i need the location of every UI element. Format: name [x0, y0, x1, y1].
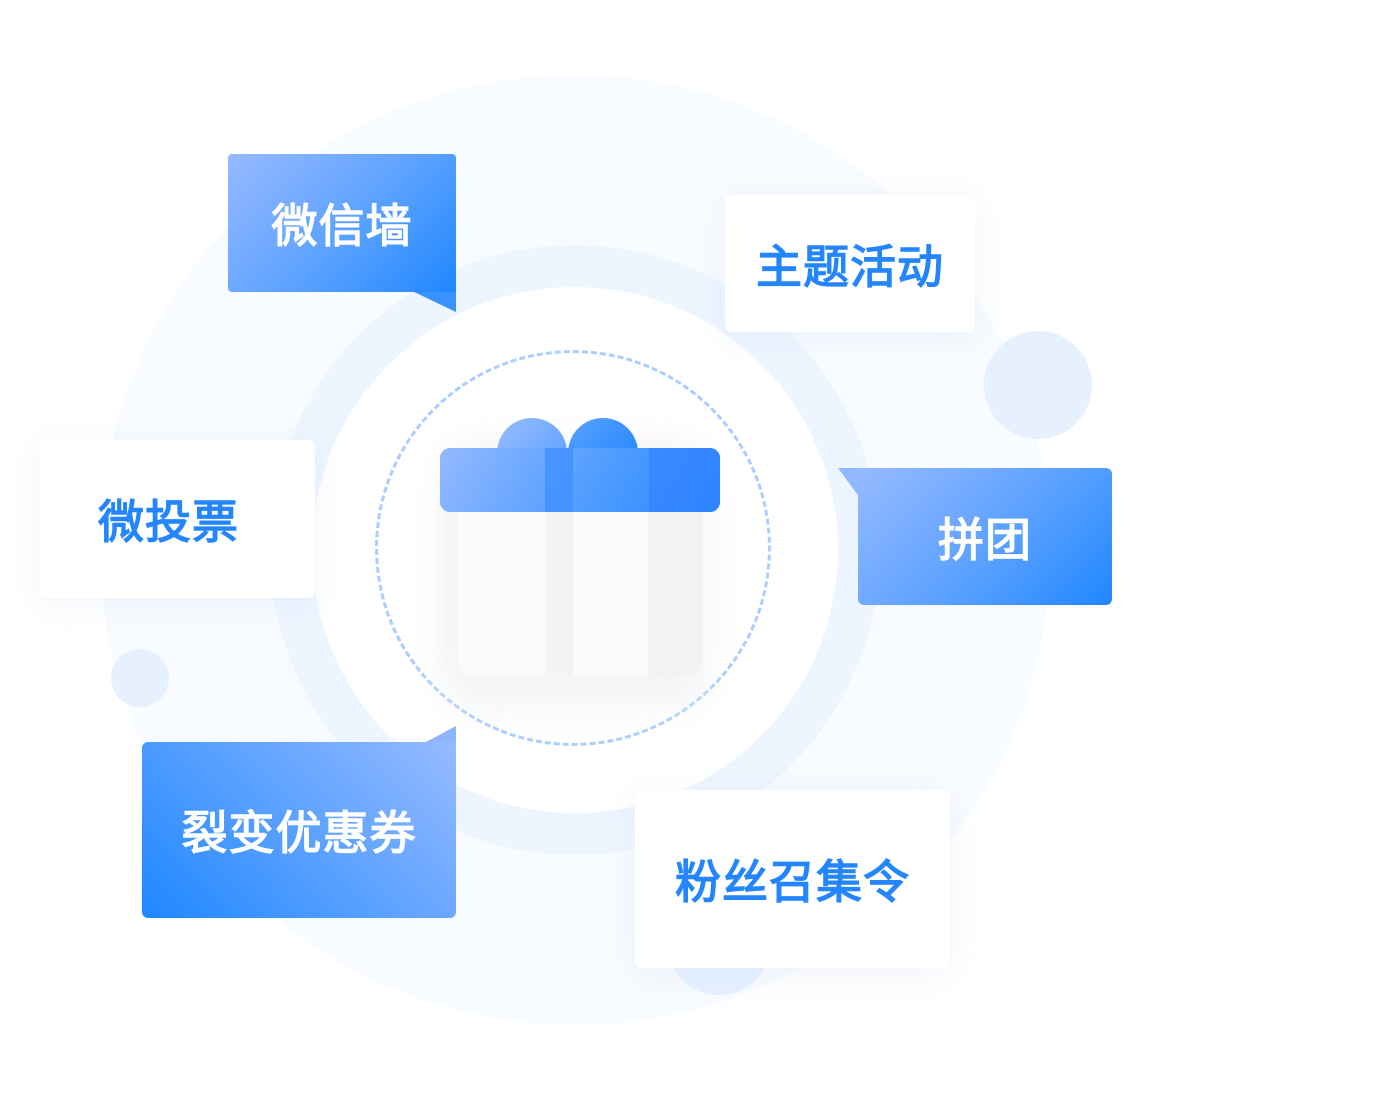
- feature-label: 主题活动: [756, 239, 944, 294]
- gift-body: [458, 510, 703, 676]
- feature-label: 微信墙: [271, 199, 413, 253]
- gift-lid: [440, 448, 720, 512]
- feature-card-wechat-wall[interactable]: 微信墙: [228, 154, 456, 292]
- feature-label: 微投票: [98, 495, 239, 549]
- feature-label: 粉丝召集令: [675, 855, 910, 909]
- decor-dot-right: [984, 331, 1092, 439]
- feature-label: 裂变优惠券: [181, 806, 417, 860]
- tail-coupon: [424, 726, 456, 743]
- tail-group-buy: [838, 468, 860, 498]
- feature-card-group-buy[interactable]: 拼团: [858, 468, 1112, 605]
- feature-card-theme-activity[interactable]: 主题活动: [725, 195, 975, 332]
- tail-wechat-wall: [410, 290, 456, 312]
- dashed-circle: [375, 350, 771, 746]
- feature-card-fission-coupon[interactable]: 裂变优惠券: [142, 742, 456, 918]
- feature-card-micro-vote[interactable]: 微投票: [40, 440, 315, 598]
- feature-card-fan-recruit[interactable]: 粉丝召集令: [635, 790, 950, 968]
- decor-dot-left: [111, 649, 169, 707]
- feature-label: 拼团: [938, 512, 1032, 567]
- gift-icon: [430, 410, 730, 710]
